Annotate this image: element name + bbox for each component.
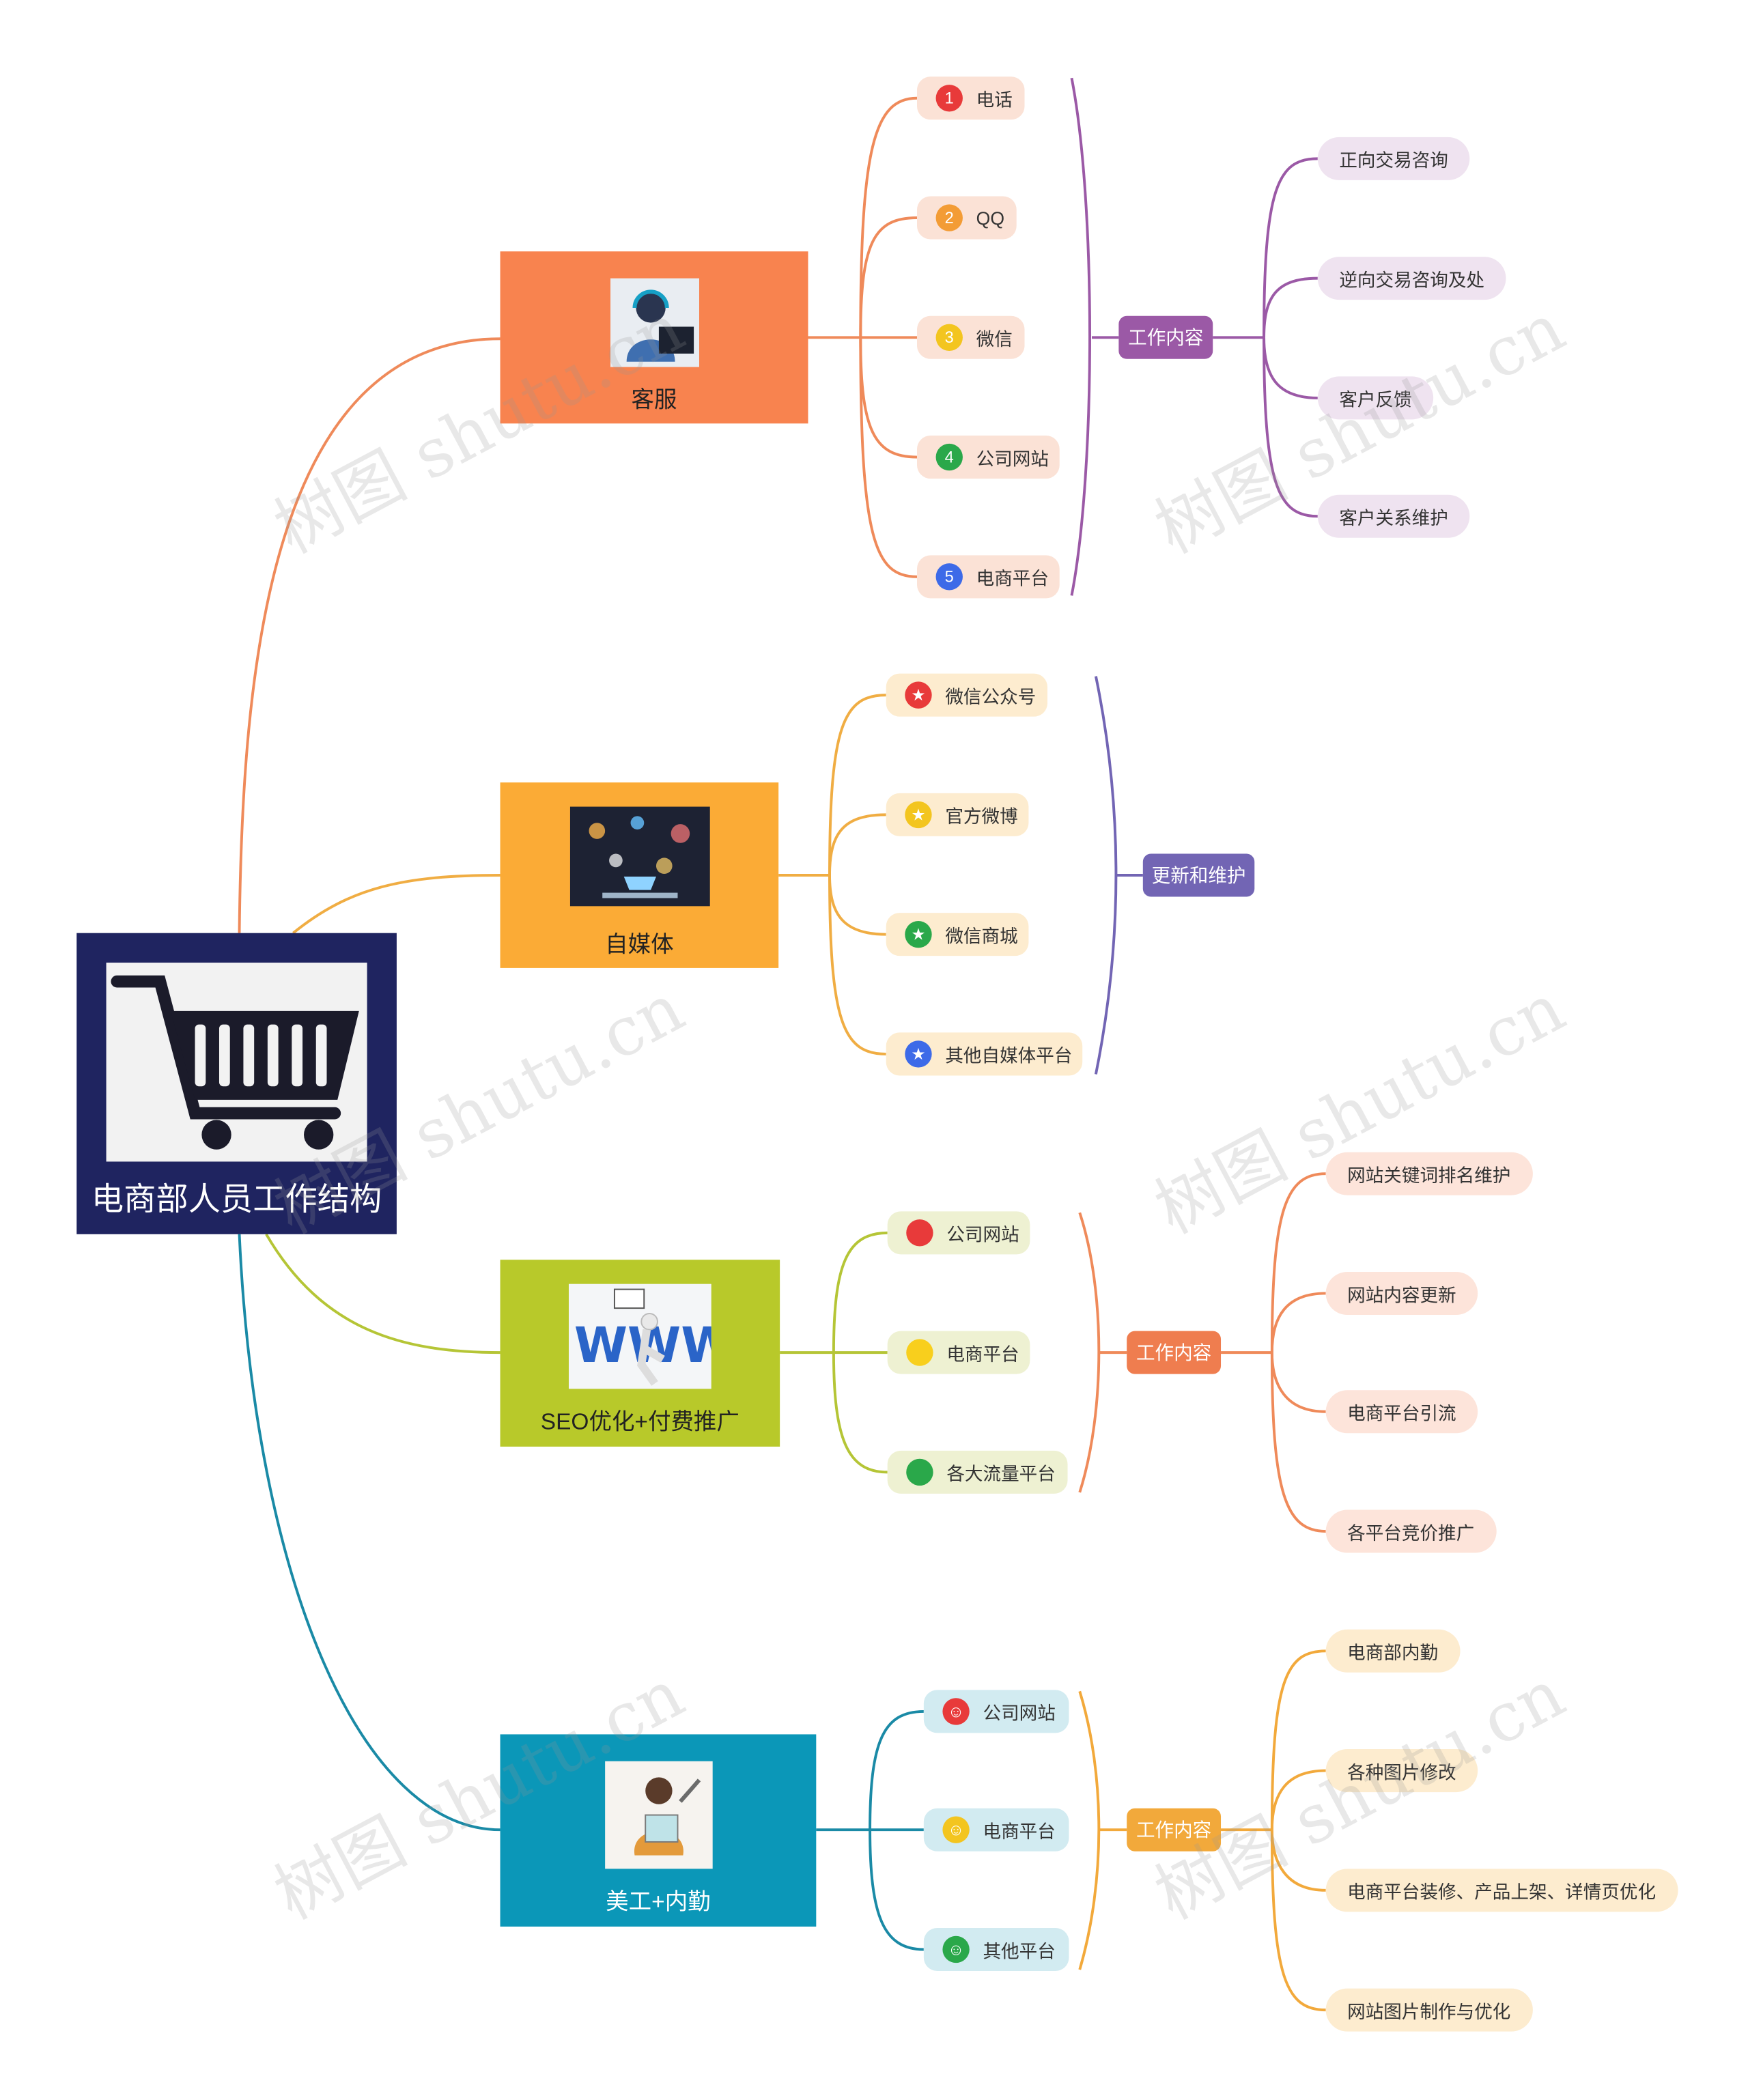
item-label: 微信 [976, 329, 1013, 350]
list-item[interactable]: 各大流量平台 [887, 1450, 1068, 1494]
number-badge-icon: 1 [935, 85, 963, 112]
item-label: 电商平台 [946, 1344, 1019, 1365]
branch-label: 美工+内勤 [606, 1888, 711, 1915]
item-label: 微信商城 [945, 926, 1018, 947]
item-label: 其他平台 [983, 1941, 1056, 1962]
number-badge-icon: 2 [935, 204, 963, 231]
leaf-node[interactable]: 客户反馈 [1317, 376, 1434, 420]
leaf-node[interactable]: 网站内容更新 [1325, 1271, 1478, 1315]
item-label: 公司网站 [983, 1703, 1056, 1724]
leaf-node[interactable]: 电商平台引流 [1325, 1390, 1478, 1434]
branch-label: 自媒体 [605, 931, 674, 958]
list-item[interactable]: 3 微信 [916, 315, 1025, 359]
item-label: 微信公众号 [945, 687, 1037, 707]
star-icon: ★ [905, 801, 932, 829]
list-item[interactable]: 1 电话 [916, 76, 1025, 120]
list-item[interactable]: ★ 其他自媒体平台 [886, 1032, 1083, 1076]
hub-node[interactable]: 工作内容 [1127, 1331, 1222, 1374]
red-dot-icon [906, 1219, 933, 1247]
leaf-node[interactable]: 各平台竞价推广 [1325, 1509, 1496, 1553]
green-dot-icon [906, 1458, 933, 1486]
leaf-node[interactable]: 客户关系维护 [1317, 494, 1470, 538]
item-label: 官方微博 [945, 806, 1018, 827]
hub-node[interactable]: 工作内容 [1127, 1808, 1222, 1851]
branch-self-media[interactable]: 自媒体 [500, 782, 779, 968]
leaf-node[interactable]: 逆向交易咨询及处 [1317, 257, 1506, 300]
customer-service-headset-icon [610, 278, 699, 367]
list-item[interactable]: 2 QQ [916, 196, 1017, 240]
user-icon: ☺ [942, 1816, 970, 1843]
leaf-node[interactable]: 电商平台装修、产品上架、详情页优化 [1325, 1869, 1678, 1912]
item-label: QQ [976, 208, 1005, 228]
list-item[interactable]: ☺ 公司网站 [923, 1690, 1069, 1733]
www-promotion-icon: WWW [568, 1283, 734, 1389]
star-icon: ★ [905, 681, 932, 709]
item-label: 电商平台 [983, 1821, 1056, 1842]
star-icon: ★ [905, 920, 932, 948]
item-label: 电商平台 [976, 569, 1049, 589]
list-item[interactable]: ☺ 其他平台 [923, 1927, 1069, 1971]
hub-node[interactable]: 更新和维护 [1142, 853, 1255, 897]
root-node[interactable]: 电商部人员工作结构 [76, 933, 397, 1234]
branch-design-admin[interactable]: 美工+内勤 [500, 1734, 817, 1927]
list-item[interactable]: ★ 微信商城 [886, 913, 1029, 956]
leaf-node[interactable]: 网站关键词排名维护 [1325, 1152, 1532, 1195]
leaf-node[interactable]: 各种图片修改 [1325, 1749, 1478, 1793]
number-badge-icon: 5 [935, 563, 963, 591]
branch-customer-service[interactable]: 客服 [500, 251, 808, 424]
leaf-node[interactable]: 正向交易咨询 [1317, 137, 1470, 180]
root-label: 电商部人员工作结构 [91, 1182, 382, 1219]
list-item[interactable]: 电商平台 [887, 1331, 1030, 1374]
item-label: 公司网站 [976, 449, 1049, 470]
list-item[interactable]: 5 电商平台 [916, 555, 1060, 599]
list-item[interactable]: ☺ 电商平台 [923, 1808, 1069, 1851]
branch-seo[interactable]: WWW SEO优化+付费推广 [500, 1260, 780, 1447]
hub-node[interactable]: 工作内容 [1118, 315, 1213, 359]
shopping-cart-icon [106, 963, 367, 1162]
social-media-screen-icon [569, 806, 709, 907]
list-item[interactable]: 4 公司网站 [916, 436, 1060, 479]
list-item[interactable]: ★ 官方微博 [886, 793, 1029, 836]
number-badge-icon: 3 [935, 324, 963, 351]
star-icon: ★ [905, 1040, 932, 1068]
item-label: 其他自媒体平台 [945, 1046, 1073, 1066]
leaf-node[interactable]: 网站图片制作与优化 [1325, 1988, 1532, 2032]
yellow-dot-icon [906, 1339, 933, 1366]
item-label: 各大流量平台 [946, 1464, 1056, 1485]
item-label: 电话 [976, 89, 1013, 111]
user-icon: ☺ [942, 1935, 970, 1963]
branch-label: SEO优化+付费推广 [540, 1408, 739, 1435]
number-badge-icon: 4 [935, 443, 963, 471]
list-item[interactable]: ★ 微信公众号 [886, 673, 1048, 717]
leaf-node[interactable]: 电商部内勤 [1325, 1629, 1460, 1673]
list-item[interactable]: 公司网站 [887, 1211, 1030, 1255]
branch-label: 客服 [631, 387, 677, 413]
item-label: 公司网站 [946, 1225, 1019, 1245]
artist-illustration-icon [604, 1761, 712, 1869]
user-icon: ☺ [942, 1698, 970, 1725]
